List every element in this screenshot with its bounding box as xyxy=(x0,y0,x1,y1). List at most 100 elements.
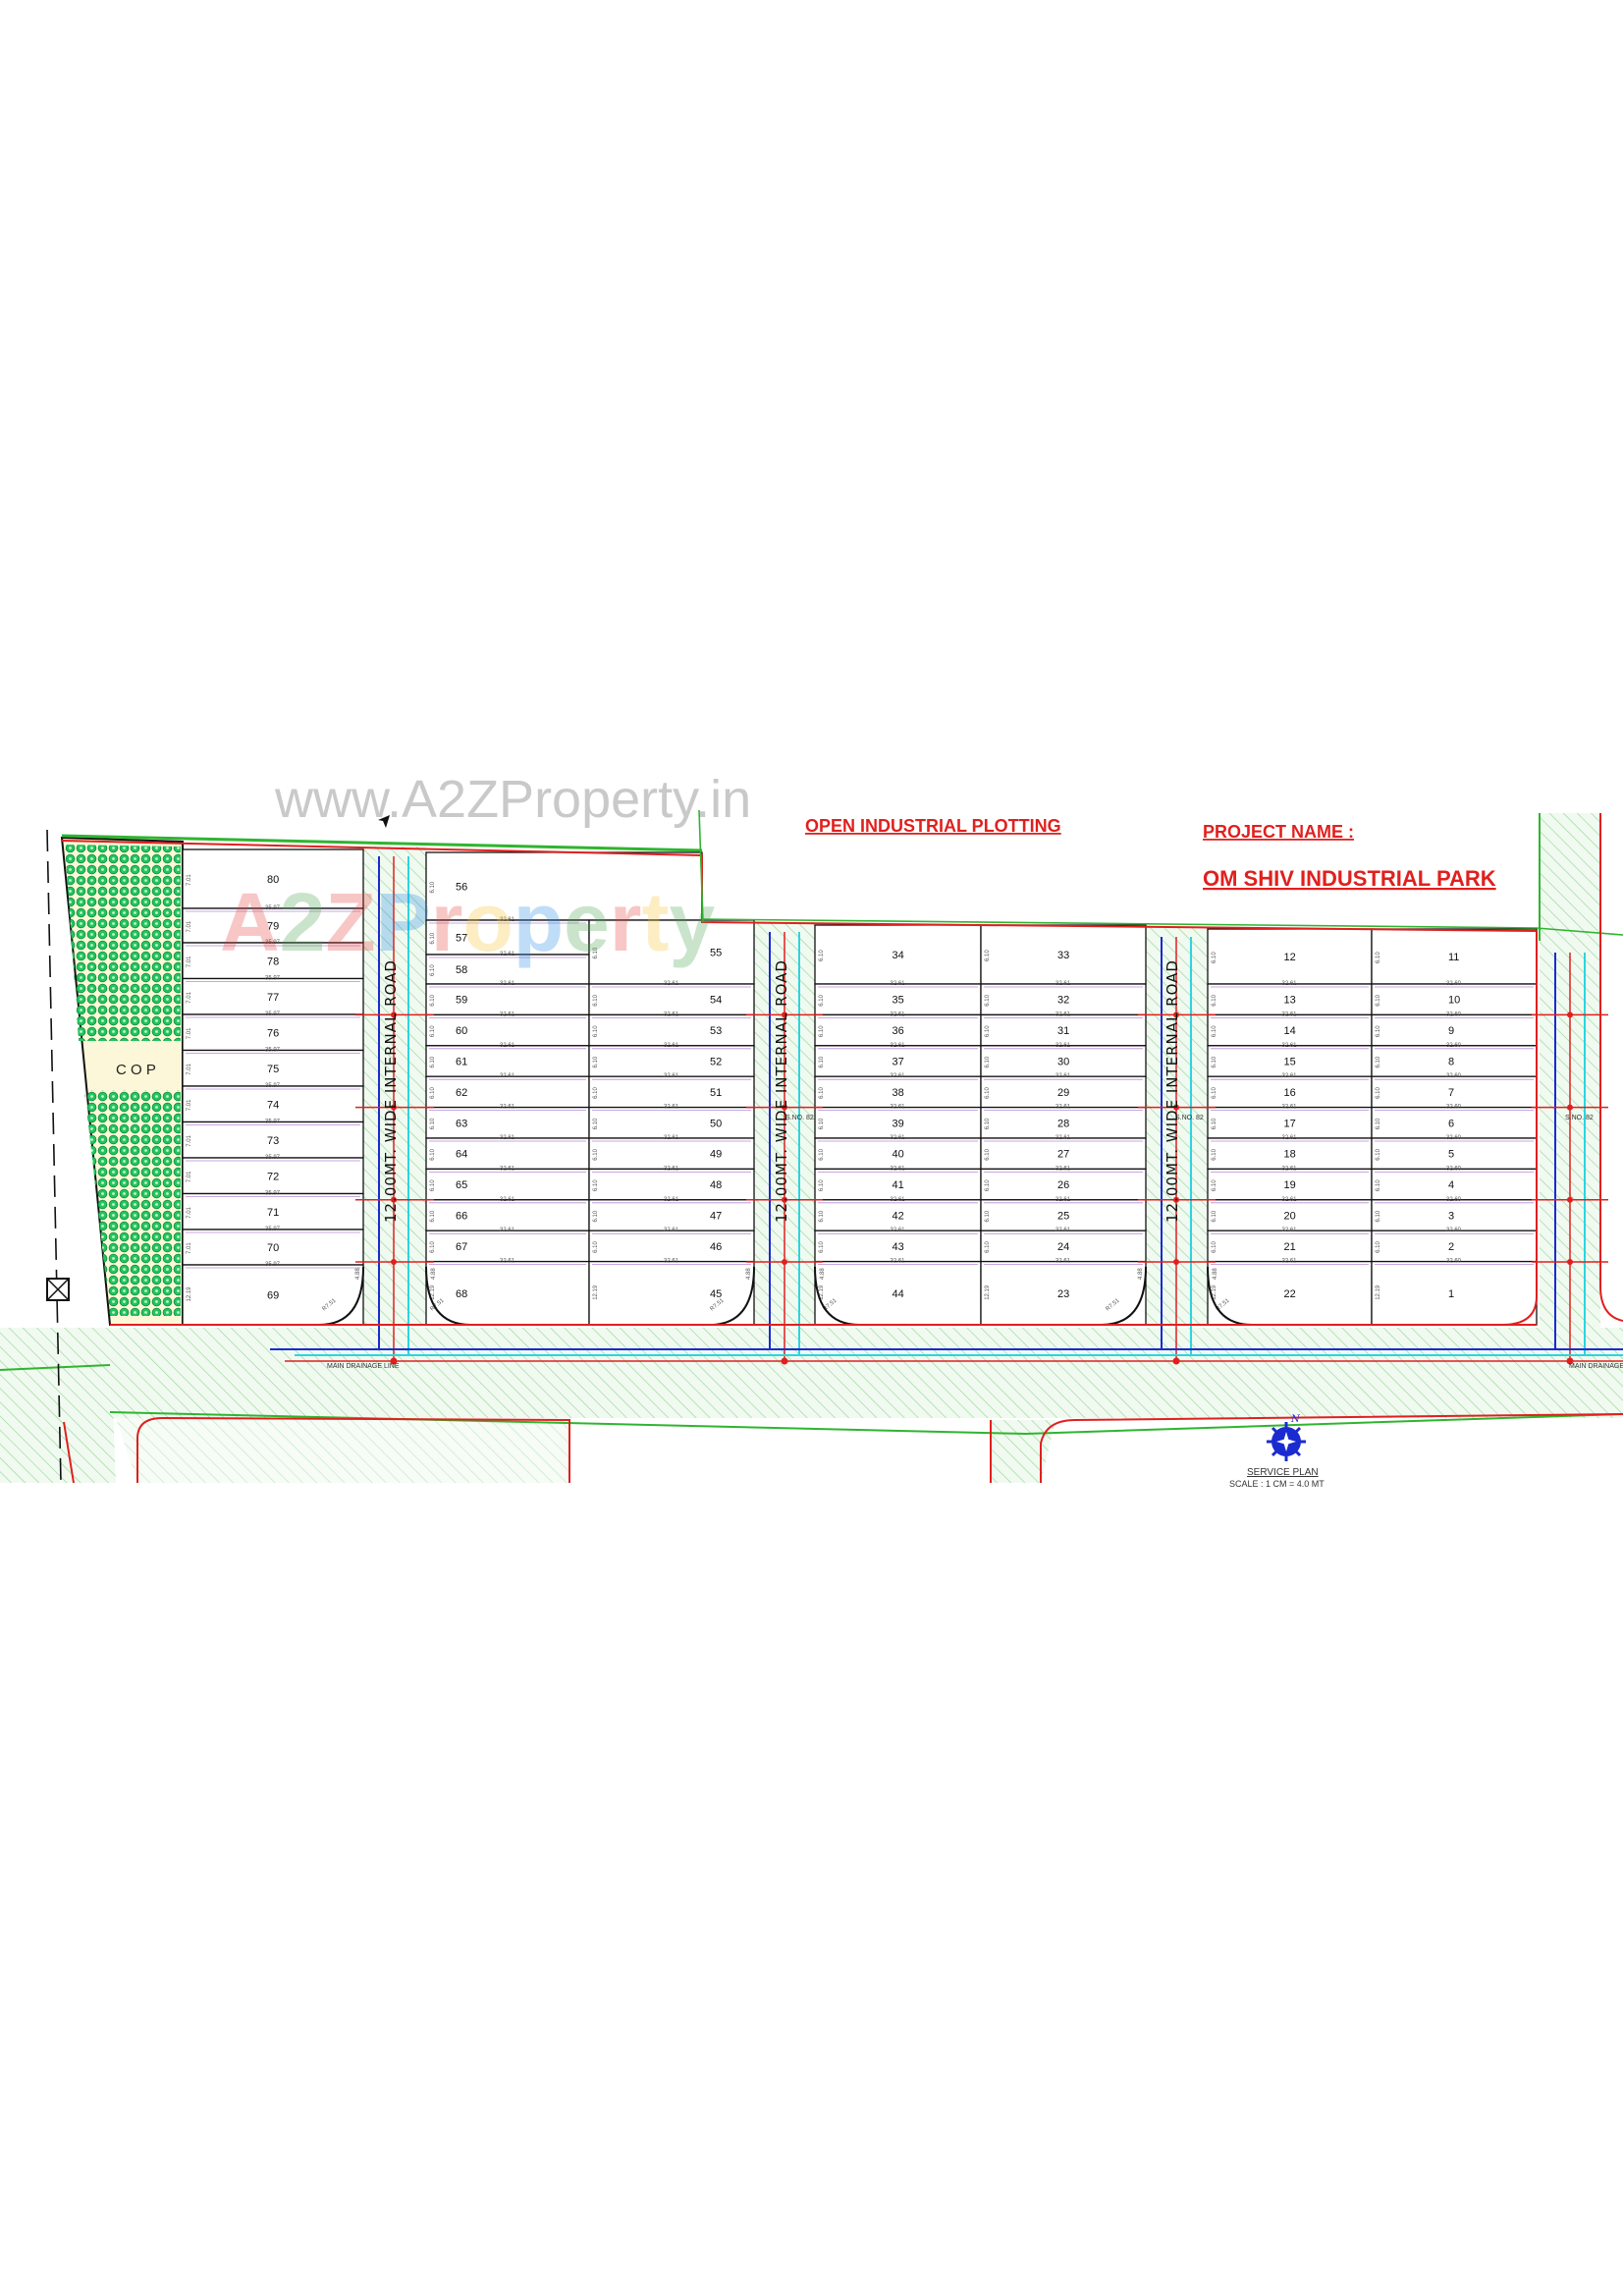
plot-6[interactable]: 632.606.10 xyxy=(1371,1105,1538,1139)
depth-dimension: 6.10 xyxy=(593,1241,599,1253)
plot-number: 43 xyxy=(893,1241,904,1253)
plot-5[interactable]: 532.606.10 xyxy=(1371,1135,1538,1171)
corner-dimension: 4.88 xyxy=(355,1268,361,1280)
survey-no-label-3: S.NO. 82 xyxy=(1565,1115,1594,1121)
plot-number: 28 xyxy=(1057,1118,1069,1129)
depth-dimension: 6.10 xyxy=(1376,1087,1381,1099)
plot-number: 6 xyxy=(1448,1118,1454,1129)
width-dimension: 32.61 xyxy=(1055,1135,1071,1141)
plot-number: 62 xyxy=(456,1087,467,1099)
plot-2[interactable]: 232.606.10 xyxy=(1371,1228,1538,1263)
width-dimension: 32.61 xyxy=(1055,981,1071,987)
width-dimension: 32.61 xyxy=(1055,1105,1071,1111)
plot-7[interactable]: 732.606.10 xyxy=(1371,1073,1538,1109)
plot-12[interactable]: 126.10 xyxy=(1207,928,1373,985)
plot-8[interactable]: 832.606.10 xyxy=(1371,1043,1538,1077)
plot-33[interactable]: 336.10 xyxy=(980,924,1147,985)
plot-number: 34 xyxy=(893,950,904,961)
plot-3[interactable]: 332.606.10 xyxy=(1371,1197,1538,1231)
plot-number: 40 xyxy=(893,1149,904,1161)
width-dimension: 32.61 xyxy=(1055,1259,1071,1265)
plot-34[interactable]: 346.10 xyxy=(814,924,982,985)
plot-11[interactable]: 116.10 xyxy=(1371,928,1538,985)
plot-55[interactable]: 556.10 xyxy=(588,919,755,985)
plot-number: 48 xyxy=(710,1179,722,1191)
plot-56[interactable]: 566.10 xyxy=(425,851,703,921)
plot-80[interactable]: 807.01 xyxy=(182,848,364,909)
plot-number: 47 xyxy=(710,1211,722,1223)
plot-4[interactable]: 432.606.10 xyxy=(1371,1166,1538,1201)
plot-number: 36 xyxy=(893,1025,904,1037)
width-dimension: 32.61 xyxy=(664,1043,679,1049)
corner-dimension: 4.88 xyxy=(1138,1268,1144,1280)
plot-9[interactable]: 932.606.10 xyxy=(1371,1011,1538,1047)
width-dimension: 32.60 xyxy=(1446,1135,1462,1141)
plot-number: 33 xyxy=(1057,950,1069,961)
